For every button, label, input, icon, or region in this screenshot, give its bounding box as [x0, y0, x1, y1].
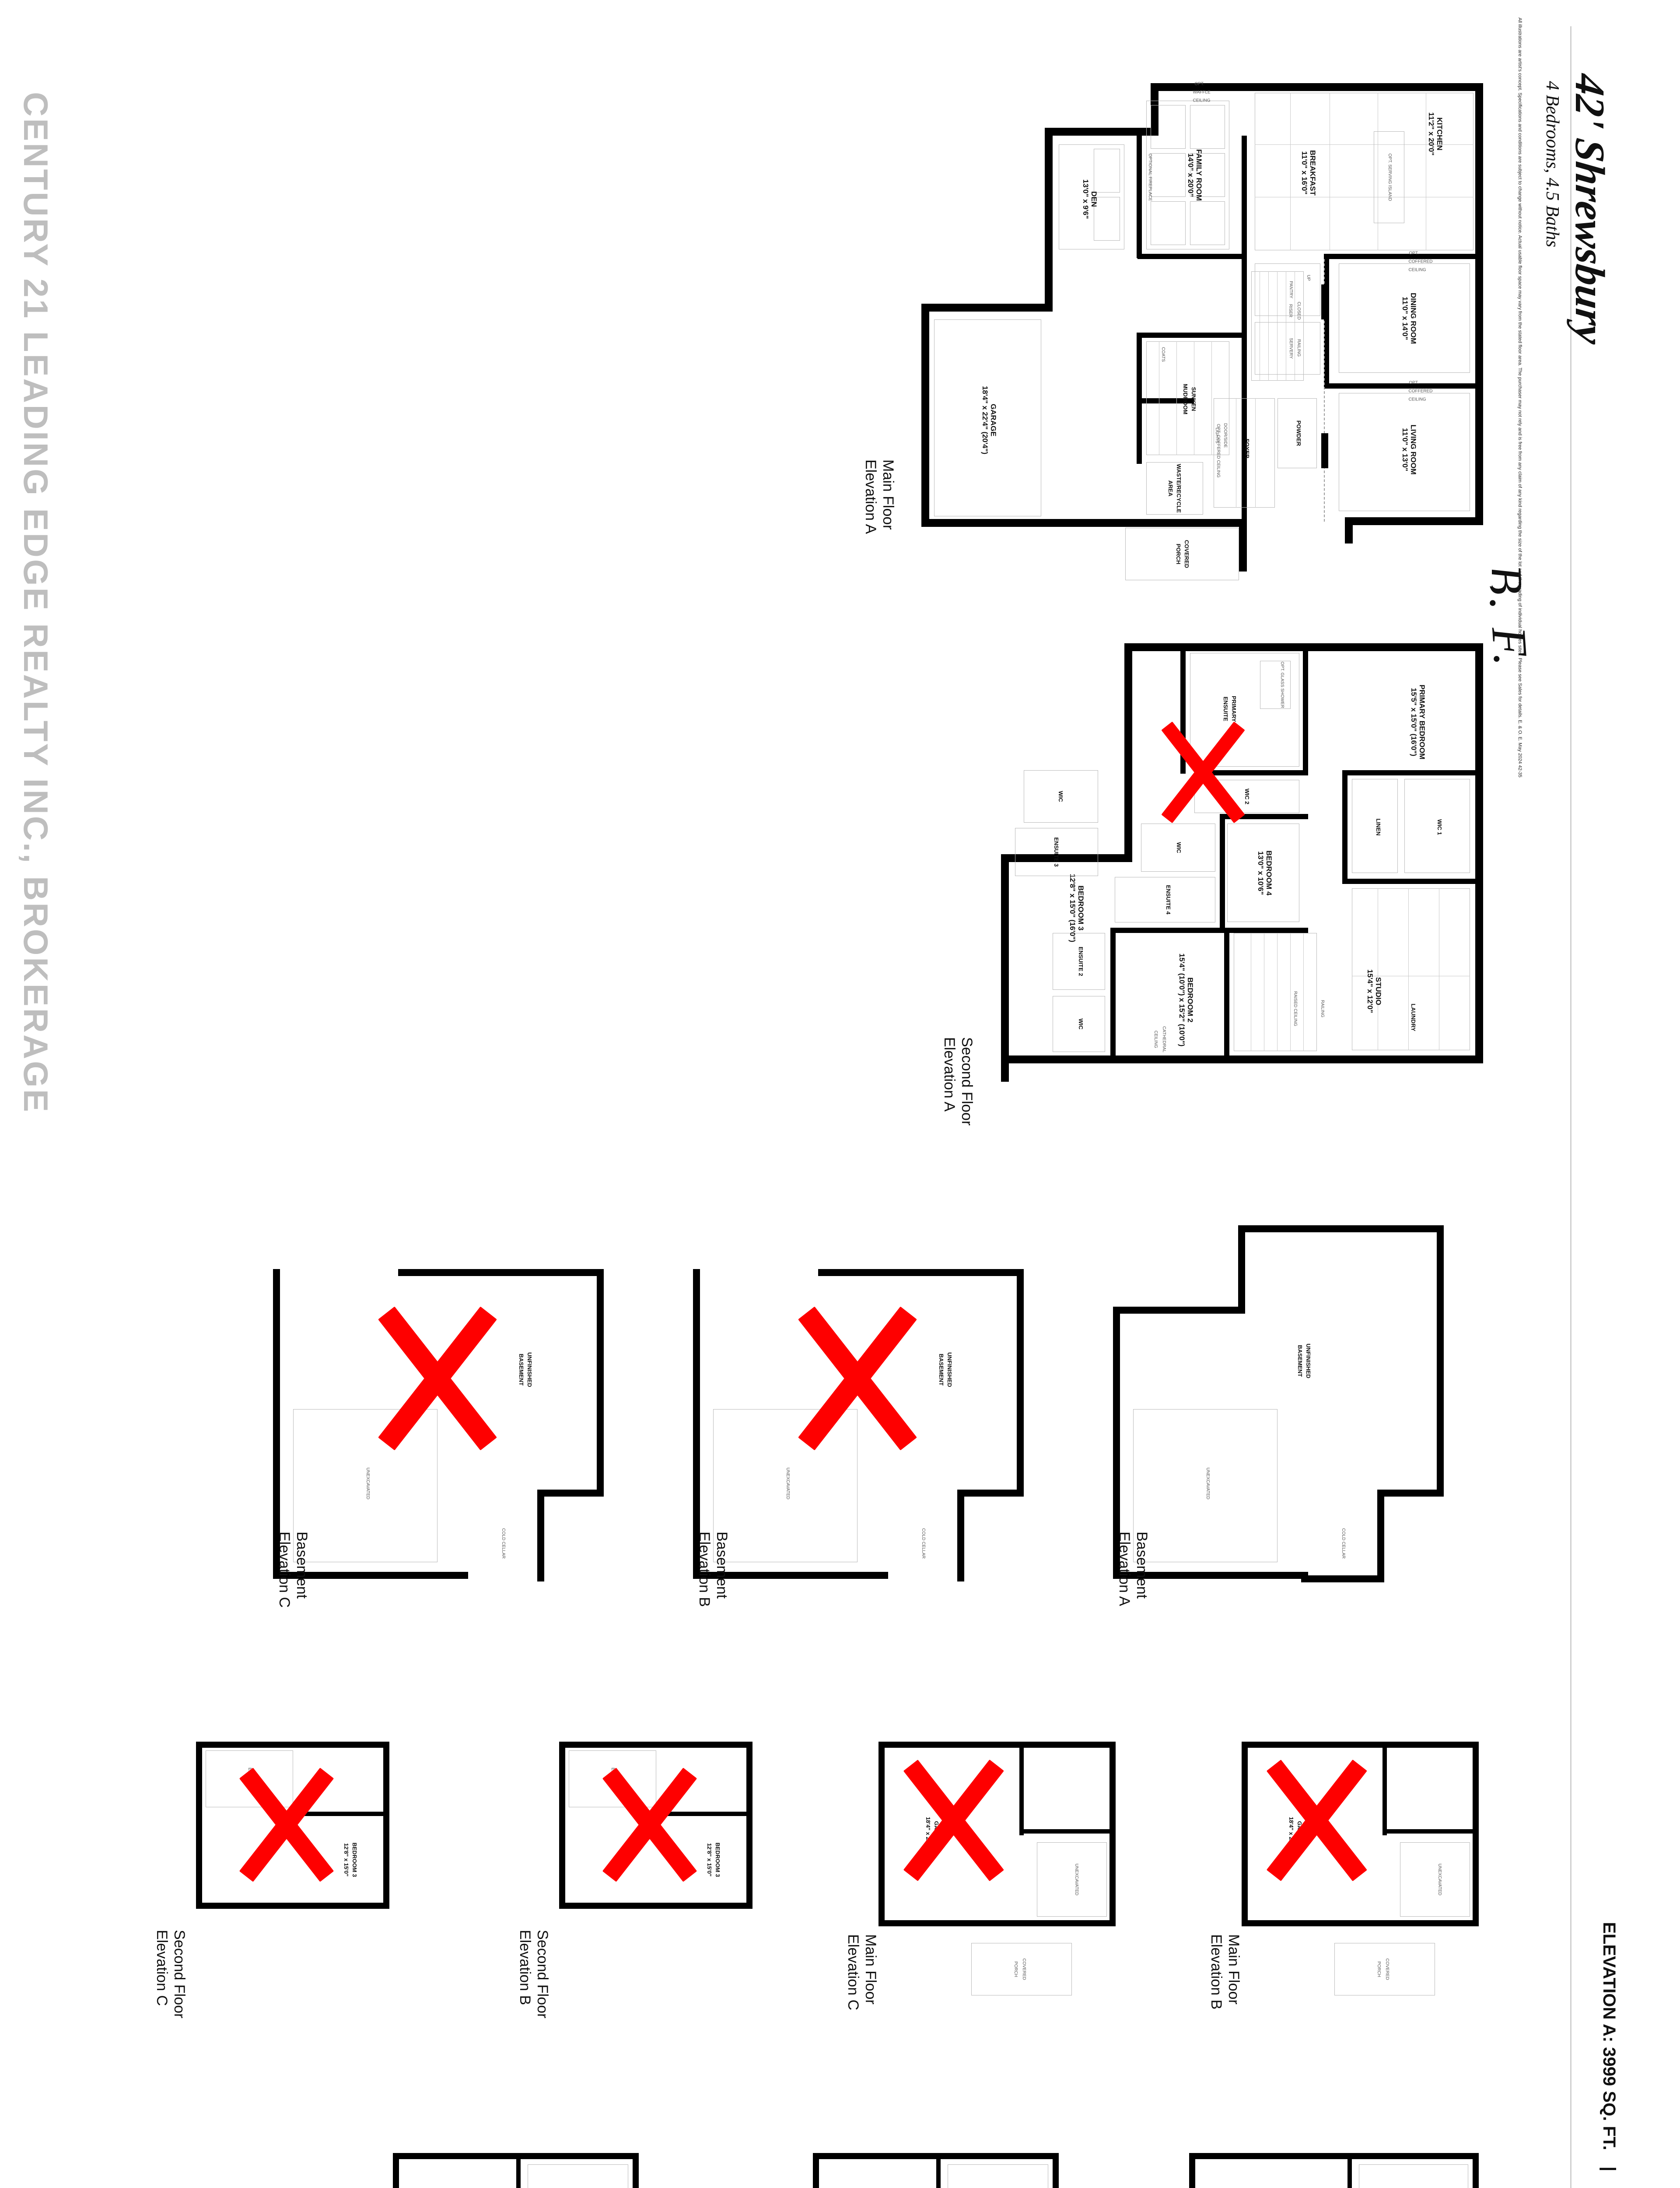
plan-basement-c[interactable]: UNFINISHED BASEMENT COLD CELLAR UNEXCAVA… [219, 1217, 612, 1689]
elevation-a-area: ELEVATION A: 3999 SQ. FT. [1600, 1922, 1619, 2150]
disclaimer-text: All illustrations are artist's concept. … [1517, 18, 1522, 778]
plan-second-floor-c[interactable]: BEDROOM 3 12'8" x 15'0" ENSUITE 3 Second… [57, 1733, 398, 2039]
elevation-areas: ELEVATION A: 3999 SQ. FT. | ELEVATION B:… [1599, 1922, 1619, 2188]
plan-caption: Main Floor Elevation A [862, 459, 896, 534]
plan-basement-b[interactable]: UNFINISHED BASEMENT COLD CELLAR UNEXCAVA… [639, 1217, 1032, 1689]
plan-caption: Second Floor Elevation C [154, 1930, 188, 2019]
crossed-out-mark [1260, 1750, 1374, 1890]
brokerage-watermark: CENTURY 21 LEADING EDGE REALTY INC., BRO… [17, 92, 55, 1114]
plan-main-floor-a[interactable]: KITCHEN 11'2" x 20'0" BREAKFAST 11'0" x … [809, 66, 1492, 604]
plan-second-floor-opt-5bed-a[interactable]: BEDROOM 4 13'0" x 9'6" ENSUITE 5 BEDROOM… [1094, 2144, 1488, 2188]
plan-caption: Main Floor Elevation B [1208, 1934, 1242, 2009]
plan-second-floor-a[interactable]: PRIMARY BEDROOM 15'5" x 15'0" (16'0") WI… [809, 626, 1492, 1173]
separator-1: | [1600, 2166, 1619, 2172]
plan-caption: Basement Elevation A [1116, 1532, 1150, 1606]
model-title: 42' Shrewsbury [1567, 72, 1614, 347]
header-divider [1570, 26, 1572, 2188]
plan-caption: Basement Elevation B [696, 1532, 730, 1607]
plan-caption: Basement Elevation C [276, 1532, 310, 1608]
plan-caption: Main Floor Elevation C [845, 1934, 879, 2010]
plan-caption: Second Floor Elevation B [517, 1930, 551, 2019]
plan-second-floor-opt-5bed-c[interactable]: BEDROOM 4 13'0" x 9'6" ENSUITE 5 Second … [254, 2144, 648, 2188]
plan-second-floor-opt-5bed-b[interactable]: BEDROOM 4 13'0" x 9'6" ENSUITE 5 Second … [674, 2144, 1068, 2188]
plan-main-floor-c[interactable]: UNEXCAVATED COVERED PORCH GARAGE 18'4" x… [783, 1733, 1124, 2039]
plan-basement-a[interactable]: UNFINISHED BASEMENT COLD CELLAR UNEXCAVA… [1059, 1217, 1452, 1689]
model-subtitle: 4 Bedrooms, 4.5 Baths [1542, 81, 1562, 247]
plan-second-floor-b[interactable]: BEDROOM 3 12'8" x 15'0" ENSUITE 3 Second… [420, 1733, 761, 2039]
crossed-out-mark [897, 1750, 1011, 1890]
plan-main-floor-b[interactable]: UNEXCAVATED COVERED PORCH GARAGE 18'4" x… [1146, 1733, 1488, 2039]
plan-caption: Second Floor Elevation A [941, 1037, 975, 1126]
